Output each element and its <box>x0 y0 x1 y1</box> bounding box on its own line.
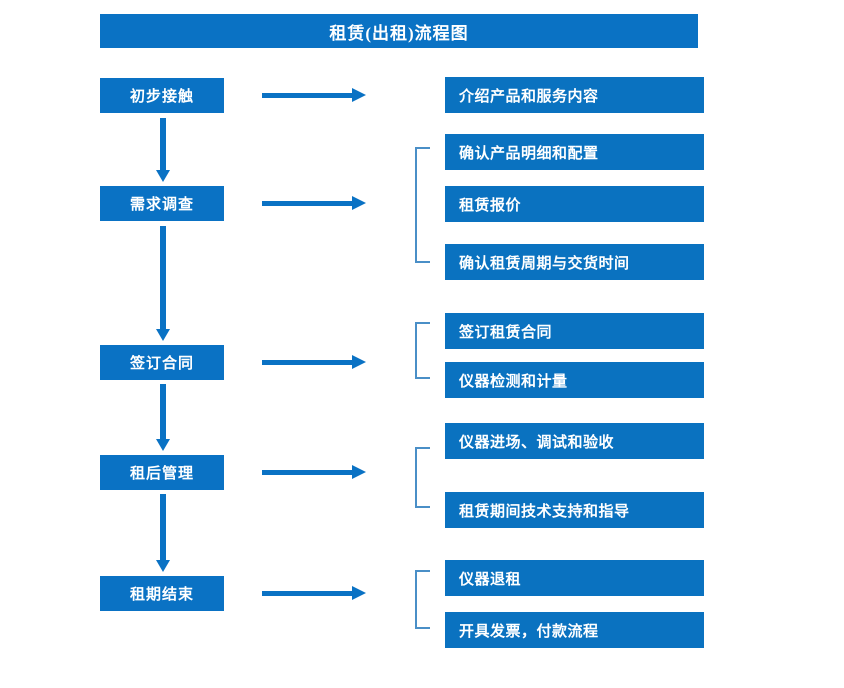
detail-box-g3-2[interactable]: 仪器检测和计量 <box>445 362 704 398</box>
bracket-connector-2 <box>415 147 430 263</box>
detail-box-g4-1[interactable]: 仪器进场、调试和验收 <box>445 423 704 459</box>
stage-box-3[interactable]: 签订合同 <box>100 345 224 380</box>
vertical-arrow-2 <box>156 226 170 341</box>
vertical-arrow-3 <box>156 384 170 451</box>
detail-box-g5-1[interactable]: 仪器退租 <box>445 560 704 596</box>
vertical-arrow-1 <box>156 118 170 182</box>
horizontal-arrow-1 <box>262 88 368 102</box>
detail-box-g2-2[interactable]: 租赁报价 <box>445 186 704 222</box>
detail-box-g5-2[interactable]: 开具发票，付款流程 <box>445 612 704 648</box>
chart-title: 租赁(出租)流程图 <box>100 14 698 48</box>
detail-box-g1-1[interactable]: 介绍产品和服务内容 <box>445 77 704 113</box>
detail-box-g2-3[interactable]: 确认租赁周期与交货时间 <box>445 244 704 280</box>
detail-box-g3-1[interactable]: 签订租赁合同 <box>445 313 704 349</box>
detail-box-g4-2[interactable]: 租赁期间技术支持和指导 <box>445 492 704 528</box>
vertical-arrow-4 <box>156 494 170 572</box>
bracket-connector-4 <box>415 447 430 508</box>
horizontal-arrow-2 <box>262 196 368 210</box>
stage-box-1[interactable]: 初步接触 <box>100 78 224 113</box>
horizontal-arrow-5 <box>262 586 368 600</box>
bracket-connector-3 <box>415 322 430 379</box>
stage-box-4[interactable]: 租后管理 <box>100 455 224 490</box>
horizontal-arrow-3 <box>262 355 368 369</box>
bracket-connector-5 <box>415 570 430 629</box>
horizontal-arrow-4 <box>262 465 368 479</box>
detail-box-g2-1[interactable]: 确认产品明细和配置 <box>445 134 704 170</box>
stage-box-2[interactable]: 需求调查 <box>100 186 224 221</box>
stage-box-5[interactable]: 租期结束 <box>100 576 224 611</box>
